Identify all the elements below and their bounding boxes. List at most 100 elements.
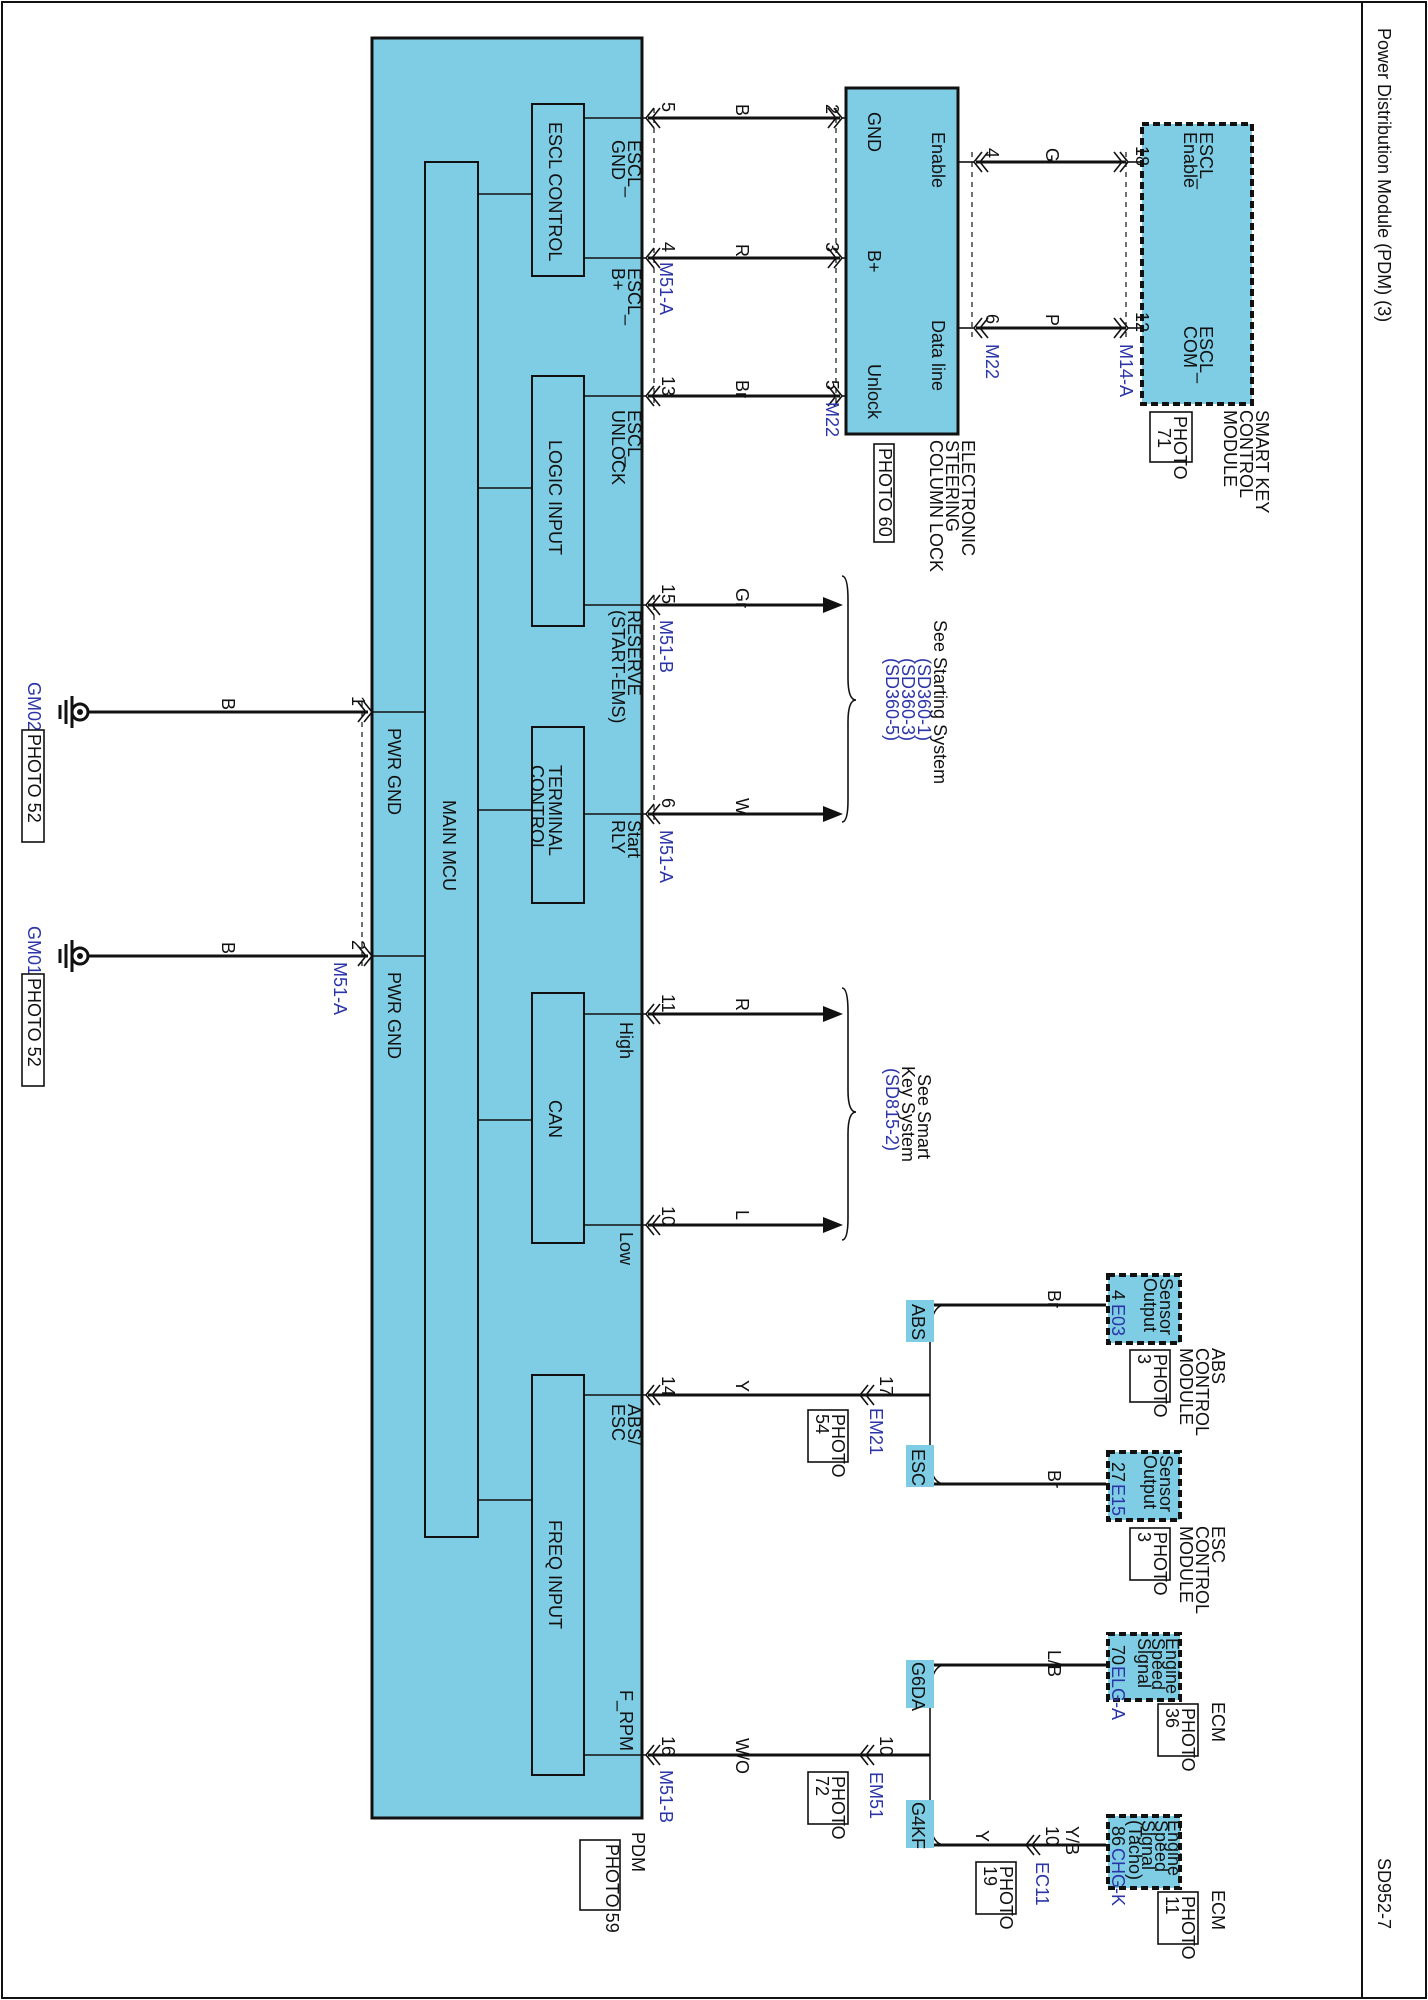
page-code: SD952-7 xyxy=(1374,1858,1394,1929)
wire-num-10: 10 xyxy=(658,1206,678,1226)
pin-pwr-gnd-2: PWR GND xyxy=(384,972,404,1059)
pin-escl-bplus-1: ESCL_ xyxy=(623,268,644,326)
ec11-photo-1: PHOTO xyxy=(996,1866,1016,1930)
abs-photo-box xyxy=(1129,1349,1171,1403)
wire-color-4: R xyxy=(732,244,752,257)
tag-abs xyxy=(906,1300,934,1342)
starting-brace xyxy=(841,575,857,823)
esc-photo-1: PHOTO xyxy=(1150,1532,1170,1596)
wire-num-gnd-2: 2 xyxy=(348,940,368,950)
wire-num-11: 11 xyxy=(658,994,678,1013)
wire-color-5: B xyxy=(732,104,752,116)
pin-high: High xyxy=(616,1022,636,1059)
connector-m51a-2: M51-A xyxy=(656,830,676,883)
escl-pin-bplus: B+ xyxy=(864,250,884,273)
can-label: CAN xyxy=(545,1100,565,1138)
wire-num-6: 6 xyxy=(658,798,678,808)
ground-gm01-photo: PHOTO 52 xyxy=(24,978,44,1067)
pdm-pin-lines xyxy=(584,117,646,1756)
wire-color-11: R xyxy=(732,998,752,1011)
tag-esc xyxy=(906,1445,934,1487)
escl-pin-enable: Enable xyxy=(928,132,948,188)
tag-abs-label: ABS xyxy=(908,1304,928,1340)
smart-key-name-1: SMART KEY xyxy=(1252,410,1272,513)
abs-name-2: CONTROL xyxy=(1192,1348,1212,1436)
ecm-g4kf-pin-label-1: Engine xyxy=(1164,1820,1184,1876)
em21-name: EM21 xyxy=(866,1408,886,1455)
see-starting-1: See Starting System xyxy=(930,620,950,784)
wire-color-6: W xyxy=(732,798,752,815)
esc-wire-color: Br xyxy=(1044,1470,1064,1488)
smart-key-photo-box xyxy=(1149,411,1193,463)
pin-abs-esc-2: ESC xyxy=(608,1404,628,1441)
escl-pin-unlock: Unlock xyxy=(864,364,884,420)
ecm-g6da-name: ECM xyxy=(1208,1702,1228,1742)
abs-photo-1: PHOTO xyxy=(1150,1354,1170,1418)
pdm-name: PDM xyxy=(628,1832,648,1872)
terminal-control-label-2: CONTROL xyxy=(527,765,547,853)
wire-colors: B R Br Gr W R L Y W/O B B xyxy=(218,104,752,1774)
ground-gm01: GM01 PHOTO 52 xyxy=(21,926,90,1087)
abs-connector: E03 xyxy=(1108,1304,1128,1336)
escl-pin-stubs xyxy=(842,117,974,397)
esc-photo-box xyxy=(1129,1527,1171,1581)
ecm-g4kf-photo-2: 11 xyxy=(1162,1896,1182,1915)
esc-module xyxy=(1106,1450,1182,1522)
wire-num-16: 16 xyxy=(658,1736,678,1756)
see-smart-2: Key System xyxy=(898,1066,918,1162)
pdm-wire-numbers: 5 4 13 15 6 11 10 14 16 1 2 xyxy=(348,102,678,1756)
ecm-g4kf-pin-label-2: Speed xyxy=(1151,1820,1171,1872)
esc-connector: E15 xyxy=(1108,1484,1128,1516)
escl-pin-num-2: 2 xyxy=(822,104,842,114)
escl-pin-num-4: 4 xyxy=(982,148,1002,158)
wire-num-4: 4 xyxy=(658,242,678,252)
abs-name-1: ABS xyxy=(1208,1348,1228,1384)
escl-name-2: STEERING xyxy=(942,440,962,532)
wire-color-16: W/O xyxy=(732,1738,752,1774)
pdm-photo: PHOTO 59 xyxy=(602,1844,622,1933)
esc-pin-label-1: Sensor xyxy=(1156,1455,1176,1512)
wire-num-5: 5 xyxy=(658,102,678,112)
ecm-g6da-photo-1: PHOTO xyxy=(1178,1708,1198,1772)
wire-color-10: L xyxy=(732,1210,752,1220)
smart-key-pin-18: 18 xyxy=(1132,146,1152,166)
smart-key-name-3: MODULE xyxy=(1220,410,1240,487)
esc-name-2: CONTROL xyxy=(1192,1526,1212,1614)
ecm-g6da-photo-2: 36 xyxy=(1162,1708,1182,1728)
arrow-6 xyxy=(823,806,843,822)
smart-key-pin-com-1: ESCL_ xyxy=(1195,326,1216,384)
ecm-g4kf-pin-label-4: (Tacho) xyxy=(1125,1820,1145,1880)
can-block xyxy=(531,992,585,1244)
esc-pin: 27 xyxy=(1108,1462,1128,1482)
ecm-g6da-module xyxy=(1106,1632,1182,1702)
escl-name-1: ELECTRONIC xyxy=(958,440,978,556)
em21-photo-2: 54 xyxy=(812,1414,832,1434)
main-mcu-block xyxy=(424,161,479,1538)
connector-m51a-1: M51-A xyxy=(656,262,676,315)
em51-pin: 10 xyxy=(876,1736,896,1756)
wires xyxy=(88,116,1126,1847)
ecm-g4kf-wire-color: Y/B xyxy=(1062,1826,1082,1855)
pin-pwr-gnd-1: PWR GND xyxy=(384,728,404,815)
ecm-g4kf-connector: CHG-K xyxy=(1108,1848,1128,1906)
arrow-15 xyxy=(823,597,843,613)
wire-color-13: Br xyxy=(732,380,752,398)
smart-brace xyxy=(841,987,857,1241)
tag-g6da xyxy=(906,1660,934,1708)
ground-gm01-label: GM01 xyxy=(24,926,44,975)
smart-key-name-2: CONTROL xyxy=(1236,410,1256,498)
wire-color-14: Y xyxy=(732,1380,752,1392)
mcu-bus-lines xyxy=(372,193,532,1501)
ecm-g4kf-pin-label-3: Signal xyxy=(1138,1820,1158,1870)
connector-m51a-3: M51-A xyxy=(330,962,350,1015)
smart-key-pin-com-2: COM xyxy=(1180,326,1200,368)
pin-start-rly-1: Start xyxy=(624,820,644,858)
smart-key-stubs xyxy=(1128,161,1142,329)
smart-key-pin-enable-2: Enable xyxy=(1180,132,1200,188)
em51-photo-2: 72 xyxy=(812,1776,832,1796)
tag-esc-label: ESC xyxy=(908,1449,928,1486)
em51-photo-box xyxy=(807,1771,849,1825)
ecm-g6da-connector: ELG-A xyxy=(1108,1666,1128,1720)
escl-pin-data-line: Data line xyxy=(928,320,948,391)
